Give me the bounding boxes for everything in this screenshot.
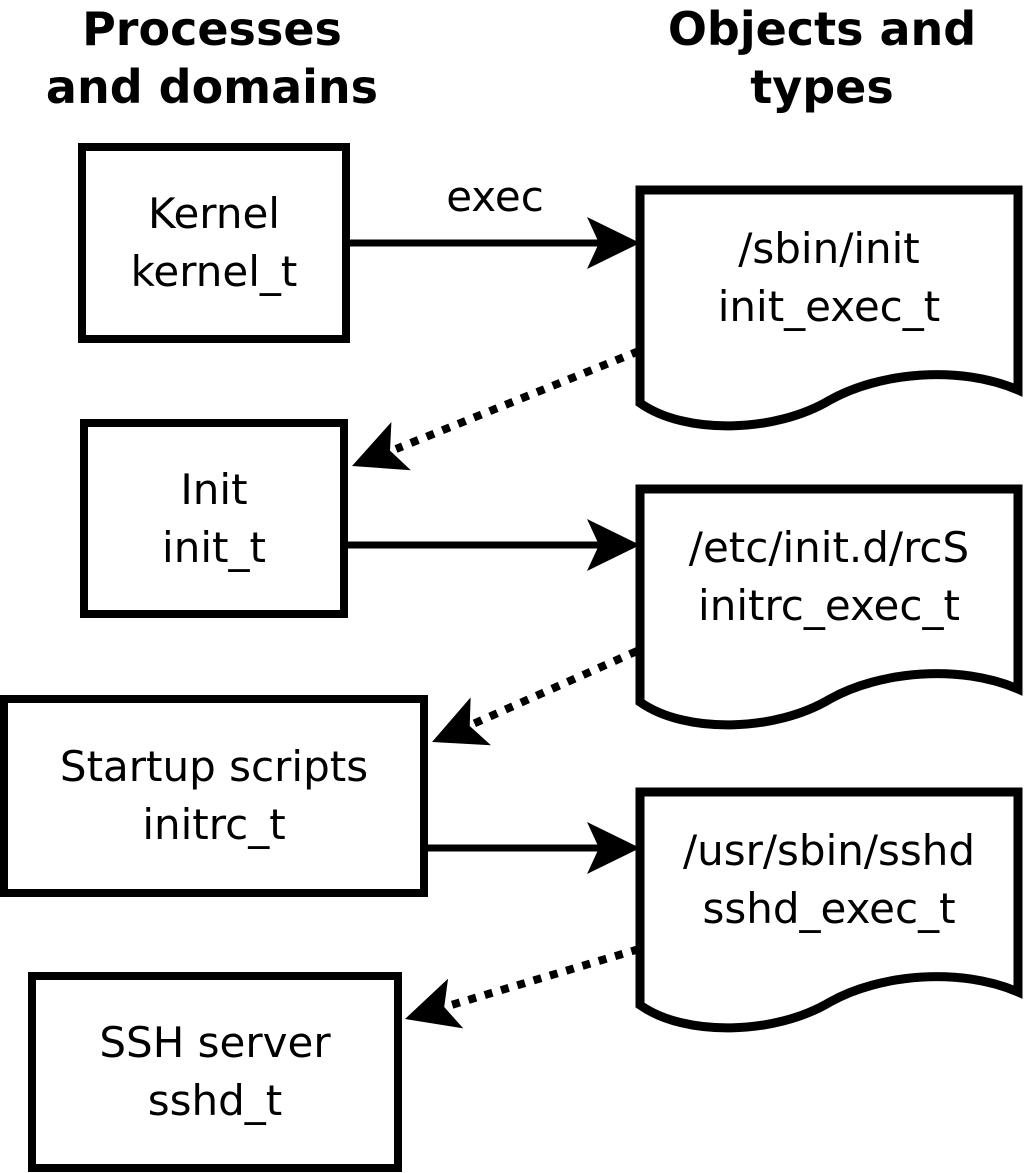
process-box-init: Init init_t	[80, 419, 348, 618]
process-name: SSH server	[99, 1018, 331, 1067]
object-type: init_exec_t	[717, 282, 941, 331]
header-line: Objects and	[667, 2, 977, 56]
process-domain: initrc_t	[142, 800, 286, 849]
process-name: Startup scripts	[59, 742, 369, 791]
column-header-objects: Objects and types	[632, 0, 1012, 116]
object-path: /etc/init.d/rcS	[688, 523, 970, 572]
exec-arrow-label: exec	[446, 172, 544, 221]
process-box-kernel: Kernel kernel_t	[78, 143, 350, 343]
object-type: initrc_exec_t	[698, 581, 960, 630]
object-type: sshd_exec_t	[702, 884, 956, 933]
process-domain: kernel_t	[130, 247, 298, 296]
transition-arrow-sshd-exec-to-sshd	[405, 945, 641, 1029]
exec-arrow-kernel-to-sbin-init	[350, 217, 640, 269]
column-header-processes: Processes and domains	[30, 0, 394, 116]
process-name: Init	[180, 464, 248, 514]
header-line: types	[750, 60, 894, 114]
object-label-usr-sbin-sshd: /usr/sbin/sshd sshd_exec_t	[648, 822, 1010, 938]
process-domain: init_t	[162, 522, 266, 572]
document-shape-etc-initd-rcs	[635, 484, 1023, 730]
document-shape-usr-sbin-sshd	[635, 787, 1023, 1033]
transition-arrow-sbin-init-to-init	[352, 347, 641, 471]
document-shape-sbin-init	[635, 185, 1023, 431]
object-label-etc-initd-rcs: /etc/init.d/rcS initrc_exec_t	[648, 519, 1010, 635]
process-domain: sshd_t	[147, 1076, 283, 1125]
process-box-startup-scripts: Startup scripts initrc_t	[0, 695, 428, 897]
transition-arrow-rcs-to-initrc	[432, 647, 639, 746]
object-label-sbin-init: /sbin/init init_exec_t	[648, 220, 1010, 336]
exec-arrow-initrc-to-sshd	[428, 822, 640, 874]
header-line: and domains	[45, 60, 379, 114]
header-line: Processes	[82, 2, 342, 56]
process-name: Kernel	[148, 189, 280, 238]
process-box-ssh-server: SSH server sshd_t	[28, 972, 402, 1172]
object-path: /sbin/init	[738, 224, 920, 273]
object-path: /usr/sbin/sshd	[682, 826, 976, 875]
exec-arrow-init-to-rcs	[348, 519, 640, 571]
